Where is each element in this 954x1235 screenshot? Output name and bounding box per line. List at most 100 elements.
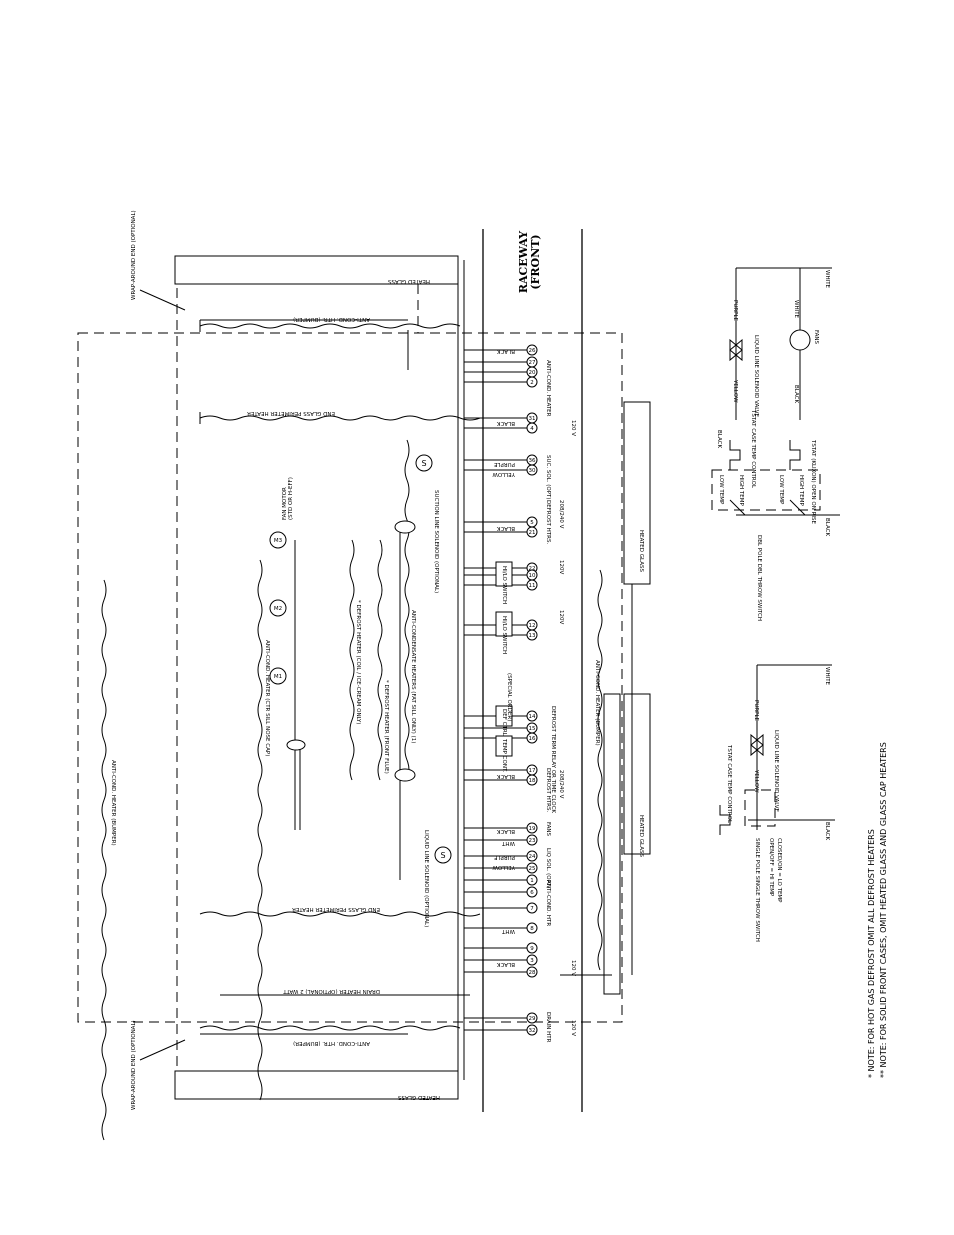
fan-connector	[286, 739, 306, 751]
suction-line-solenoid-symbol	[415, 454, 433, 472]
voltage-208-240v-bottom: 208/240 V	[558, 770, 564, 799]
lower-liquid-line-label: LIQUID LINE SOLENOID VALVE	[773, 730, 779, 812]
lower-control-diagram: WHITE PURPLE LIQUID LINE SOLENOID VALVE …	[719, 664, 835, 942]
group-defrost-htrs-top: DEFROST HTRS.	[545, 500, 551, 544]
raceway-subtitle: (FRONT)	[529, 234, 542, 289]
defrost-coil-wire	[349, 539, 355, 781]
wire-label-black-1: BLACK	[497, 348, 515, 354]
fan-motor-m2-symbol	[269, 599, 287, 617]
wire-label-yellow-2: YELLOW	[492, 864, 516, 870]
suction-line-solenoid-tag: S	[421, 459, 426, 468]
upper-dpdt-switch-label: DBL POLE DBL THROW SWITCH	[756, 535, 762, 621]
wire-label-wht-1: WHT	[501, 840, 515, 846]
end-glass-perimeter-top-heater	[199, 415, 481, 421]
voltage-120v-mid1: 120V	[558, 560, 564, 574]
end-glass-perimeter-bottom-label: END GLASS PERIMETER HEATER	[292, 906, 380, 912]
fan-motor-m3: M3	[269, 531, 287, 549]
heated-glass-right-upper-label: HEATED GLASS	[638, 530, 644, 572]
heated-glass-right-upper	[623, 401, 651, 585]
group-liq-sol: LIQ SOL. (OPT)	[545, 848, 551, 888]
wrap-around-top-label: WRAP-AROUND END (OPTIONAL)	[131, 210, 137, 300]
def-term-relay-label: DEFROST TERM RELAY OR TIME CLOCK	[550, 706, 556, 813]
bottom-terminal-number: 8	[530, 926, 534, 932]
bottom-terminal-number: 1	[530, 878, 534, 884]
group-suc-sol: SUC. SOL. (OPT)	[545, 455, 551, 500]
note-solid-front-cases: ** NOTE: FOR SOLID FRONT CASES, OMIT HEA…	[879, 742, 888, 1078]
heated-glass-right-lower-label: HEATED GLASS	[638, 815, 644, 857]
temp-cont-label: TEMP CONT.	[501, 738, 507, 773]
wire-label-purple: PURPLE	[493, 461, 515, 467]
group-drain-htr: DRAIN HTR	[545, 1012, 551, 1043]
wire-label-wht-2: WHT	[501, 928, 515, 934]
bottom-terminal-number: 15	[529, 726, 536, 732]
wire-label-black-6: BLACK	[497, 961, 515, 967]
lower-purple-label: PURPLE	[753, 700, 759, 722]
fan-motor-m3-label: FAN MOTOR	[282, 487, 288, 520]
bottom-terminal-number: 14	[529, 714, 536, 720]
voltage-120v-mid2: 120V	[558, 610, 564, 624]
top-terminal-number: 2	[530, 380, 534, 386]
lower-open-hi-temp: OPEN/OFF = HI TEMP	[768, 838, 774, 897]
defrost-flue-wire	[377, 539, 383, 781]
bundle-connector-top	[394, 520, 416, 534]
suction-line-solenoid: S	[415, 454, 433, 472]
anti-cond-bumper-bottom-heater	[199, 1025, 461, 1031]
anti-condensate-fat-sill-label: ANTI-CONDENSATE HEATERS (FAT SILL ONLY) …	[410, 610, 416, 743]
heated-glass-right-strip	[603, 693, 621, 995]
wire-label-purple-2: PURPLE	[493, 854, 515, 860]
top-terminal-number: 20	[529, 370, 536, 376]
def-ctrl-box	[495, 705, 513, 727]
lower-white-label: WHITE	[824, 667, 830, 686]
bottom-terminal-number: 29	[529, 1016, 536, 1022]
top-terminal-number: 36	[529, 458, 536, 464]
anti-cond-ctr-sill-label: ANTI-COND. HEATER (CTR SILL NOSE CAP)	[264, 640, 270, 756]
case-outline	[77, 332, 623, 1023]
bottom-terminal-number: 18	[529, 778, 536, 784]
anti-cond-heater-bumper-left-label: ANTI-COND. HEATER (BUMPER)	[110, 760, 116, 846]
voltage-120v-bottom1: 120 V	[570, 960, 576, 976]
bottom-terminal-number: 10	[529, 573, 536, 579]
group-anti-cond-htr: ANTI-COND. HTR	[545, 880, 551, 926]
suction-line-solenoid-label: SUCTION LINE SOLENOID (OPTIONAL)	[433, 490, 439, 593]
lower-valve-icon	[750, 733, 764, 757]
bottom-terminal-number: 13	[529, 633, 536, 639]
top-terminal-number: 22	[529, 566, 536, 572]
defrost-coil-label: * DEFROST HEATER (COIL / ICE-CREAM ONLY)	[355, 600, 361, 724]
upper-low-temp-2: LOW TEMP	[778, 475, 784, 505]
heated-glass-top-label: HEATED GLASS	[388, 278, 430, 284]
special-order-label: (SPECIAL ORDER)	[506, 673, 512, 721]
wire-label-black-3: BLACK	[497, 525, 515, 531]
anti-cond-bumper-top-heater	[199, 323, 461, 329]
lower-black-label: BLACK	[824, 822, 830, 840]
raceway-label: RACEWAY (FRONT)	[517, 231, 542, 293]
top-terminal-number: 4	[530, 426, 534, 432]
wire-label-yellow: YELLOW	[492, 471, 516, 477]
voltage-120v-top: 120 V	[570, 420, 576, 436]
anti-cond-heater-bumper-left-wire	[101, 579, 107, 1141]
top-terminal-number: 31	[529, 416, 536, 422]
hi-lo-switch-2-label: HI/LO SWITCH	[501, 616, 507, 654]
raceway-title: RACEWAY	[517, 231, 530, 293]
fan-motor-m1: M1	[269, 667, 287, 685]
def-ctrl-label: DEF CTRL	[501, 709, 507, 737]
fan-motor-m1-tag: M1	[274, 674, 282, 680]
lower-tstat-case-label: TSTAT CASE TEMP CONTROL	[726, 744, 732, 824]
anti-condensate-fat-sill-wire	[404, 439, 410, 781]
anti-cond-heater-bumper-right-wire	[597, 569, 603, 971]
upper-black-label-2: BLACK	[716, 430, 722, 448]
upper-liquid-line-label: LIQUID LINE SOLENOID VALVE	[753, 335, 759, 417]
upper-control-diagram: WHITE PURPLE WHITE LIQUID LINE SOLENOID …	[711, 267, 840, 621]
heated-glass-bottom-label: HEATED GLASS	[398, 1094, 440, 1100]
lower-closed-lo-temp: CLOSED/ON = LO TEMP	[776, 838, 782, 903]
end-glass-perimeter-top-label: END GLASS PERIMETER HEATER	[247, 410, 335, 416]
bundle-connector-bottom	[394, 768, 416, 782]
upper-fans-label: FANS	[813, 330, 819, 345]
anti-cond-bumper-bottom-label: ANTI-COND. HTR. (BUMPER)	[293, 1040, 370, 1046]
top-terminal-number: 21	[529, 530, 536, 536]
fan-motor-m1-symbol	[269, 667, 287, 685]
heated-glass-top	[174, 255, 459, 285]
wire-label-black-4: BLACK	[497, 773, 515, 779]
group-anti-cond-heater: ANTI-COND. HEATER	[545, 360, 551, 417]
upper-tstat-case-symbol	[729, 440, 741, 470]
